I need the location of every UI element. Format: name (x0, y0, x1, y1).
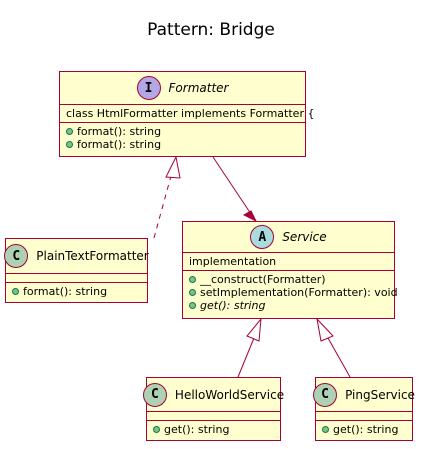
public-method-icon (189, 276, 196, 283)
fields-section: class HtmlFormatter implements Formatter… (60, 105, 315, 123)
fields-section (6, 274, 147, 283)
method-row: format(): string (66, 125, 299, 138)
abstract-badge-icon: A (250, 225, 275, 249)
method-row-abstract: get(): string (189, 299, 388, 312)
public-method-icon (322, 426, 329, 433)
generalization-ping-service (327, 337, 351, 378)
generalization-arrowhead-2 (316, 317, 334, 342)
method-row: format(): string (66, 138, 299, 151)
class-pingservice[interactable]: C PingService get(): string (313, 377, 415, 441)
methods-section: __construct(Formatter) setImplementation… (183, 271, 398, 314)
class-header: C HelloWorldService (142, 378, 284, 412)
association-formatter-service (212, 156, 252, 215)
method-row: setImplementation(Formatter): void (189, 286, 398, 299)
generalization-arrowhead-1 (246, 317, 262, 342)
association-arrowhead (242, 210, 258, 223)
class-badge-icon: C (4, 244, 29, 268)
interface-badge-icon: I (136, 76, 161, 100)
public-method-icon (189, 289, 196, 296)
method-row: get(): string (153, 423, 274, 436)
class-header: C PingService (313, 378, 415, 412)
generalization-helloworld-service (237, 337, 255, 378)
class-helloworldservice[interactable]: C HelloWorldService get(): string (142, 377, 284, 441)
class-name: PingService (345, 387, 415, 402)
public-method-icon (66, 141, 73, 148)
class-name: Formatter (168, 81, 229, 95)
method-row: __construct(Formatter) (189, 273, 388, 286)
fields-section: implementation (183, 253, 394, 271)
class-service[interactable]: A Service implementation __construct(For… (182, 221, 398, 319)
class-header: C PlainTextFormatter (4, 239, 149, 274)
diagram-title: Pattern: Bridge (147, 20, 275, 40)
methods-section: get(): string (147, 421, 280, 438)
field-row: implementation (189, 255, 277, 268)
realization-arrowhead (165, 155, 181, 179)
class-badge-icon: C (142, 382, 167, 407)
public-method-icon (153, 426, 160, 433)
methods-section: format(): string (6, 283, 147, 300)
fields-section (316, 412, 412, 421)
methods-section: get(): string (316, 421, 412, 438)
class-name: Service (282, 230, 327, 244)
class-formatter[interactable]: I Formatter class HtmlFormatter implemen… (59, 71, 315, 157)
class-plaintextformatter[interactable]: C PlainTextFormatter format(): string (4, 238, 149, 303)
class-header: A Service (183, 222, 394, 253)
class-name: PlainTextFormatter (36, 249, 149, 263)
realization-plaintext-formatter (153, 175, 172, 239)
public-method-icon (66, 128, 73, 135)
class-badge-icon: C (313, 382, 338, 407)
class-name: HelloWorldService (174, 387, 285, 402)
method-row: get(): string (322, 423, 406, 436)
public-method-icon (189, 302, 196, 309)
class-header: I Formatter (60, 72, 305, 105)
fields-section (147, 412, 280, 421)
public-method-icon (12, 288, 19, 295)
methods-section: format(): string format(): string (60, 123, 305, 153)
method-row: format(): string (12, 285, 141, 298)
field-row: class HtmlFormatter implements Formatter… (66, 107, 315, 120)
